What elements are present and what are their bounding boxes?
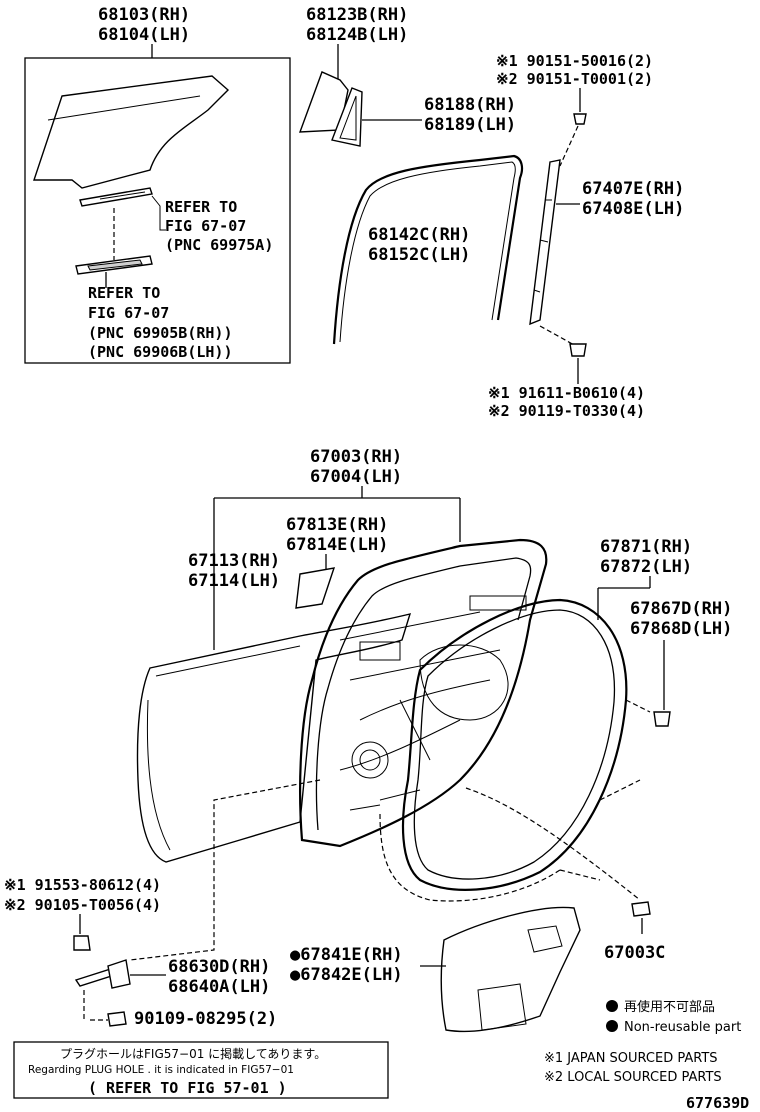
legend-local: ※2 LOCAL SOURCED PARTS [544,1070,722,1085]
note-japanese: プラグホールはFIG57−01 に掲載してあります。 [60,1046,326,1061]
figure-id: 677639D [686,1094,749,1112]
screw-top [573,113,587,125]
nonreuse-bullet-jp [606,1000,618,1012]
legend-japan: ※1 JAPAN SOURCED PARTS [544,1051,718,1066]
refer2-line2: FIG 67-07 [88,304,169,322]
refer1-line1: REFER TO [165,198,237,216]
refer2-line3: (PNC 69905B(RH)) [88,324,233,342]
label-68104: 68104(LH) [98,25,190,45]
label-67867d: 67867D(RH) [630,599,732,619]
door-frame-sash-tape [295,567,336,609]
label-91553: ※1 91553-80612(4) [4,876,161,894]
hole-plug [631,901,651,917]
weatherstrip-clip [653,711,671,727]
label-67842e: ●67842E(LH) [290,965,403,985]
hinge-bolt [73,935,91,951]
legend-nonreuse-en: Non-reusable part [624,1020,741,1035]
label-68152c: 68152C(LH) [368,245,470,265]
label-67114: 67114(LH) [188,571,280,591]
quarter-window-weatherstrip [331,87,363,147]
label-90105: ※2 90105-T0056(4) [4,896,161,914]
label-90151-50016: ※1 90151-50016(2) [496,52,653,70]
refer1-line3: (PNC 69975A) [165,236,273,254]
label-68123b: 68123B(RH) [306,5,408,25]
refer1-line2: FIG 67-07 [165,217,246,235]
label-67003: 67003(RH) [310,447,402,467]
door-outer-panel [136,613,412,863]
label-68188: 68188(RH) [424,95,516,115]
label-67841e: ●67841E(RH) [290,945,403,965]
nonreuse-bullet-en [606,1020,618,1032]
door-inner-frame [299,538,548,848]
glass-run [332,154,524,345]
note-english: Regarding PLUG HOLE . it is indicated in… [28,1064,294,1076]
label-68630d: 68630D(RH) [168,957,270,977]
note-refer: ( REFER TO FIG 57-01 ) [88,1079,287,1097]
label-67003c: 67003C [604,943,665,963]
label-67407e: 67407E(RH) [582,179,684,199]
door-weatherstrip [401,598,628,891]
label-67872: 67872(LH) [600,557,692,577]
label-67871: 67871(RH) [600,537,692,557]
legend-nonreuse-jp: 再使用不可部品 [624,999,715,1015]
division-bar [529,159,561,326]
label-67408e: 67408E(LH) [582,199,684,219]
label-90119: ※2 90119-T0330(4) [488,402,645,420]
bolt-lower [569,343,587,357]
label-67113: 67113(RH) [188,551,280,571]
label-67814e: 67814E(LH) [286,535,388,555]
label-68142c: 68142C(RH) [368,225,470,245]
label-67868d: 67868D(LH) [630,619,732,639]
label-67004: 67004(LH) [310,467,402,487]
refer2-line1: REFER TO [88,284,160,302]
check-bolt [107,1011,127,1027]
service-hole-cover [440,906,581,1033]
label-67813e: 67813E(RH) [286,515,388,535]
label-68103: 68103(RH) [98,5,190,25]
door-glass [33,75,230,189]
refer2-line4: (PNC 69906B(LH)) [88,343,233,361]
label-68640a: 68640A(LH) [168,977,270,997]
quarter-glass [298,71,349,133]
label-91611: ※1 91611-B0610(4) [488,384,645,402]
label-90151-t0001: ※2 90151-T0001(2) [496,70,653,88]
label-68189: 68189(LH) [424,115,516,135]
label-68124b: 68124B(LH) [306,25,408,45]
plug-hole-note-box [13,1041,389,1099]
glass-group-box [24,57,291,364]
label-90109: 90109-08295(2) [134,1009,277,1029]
